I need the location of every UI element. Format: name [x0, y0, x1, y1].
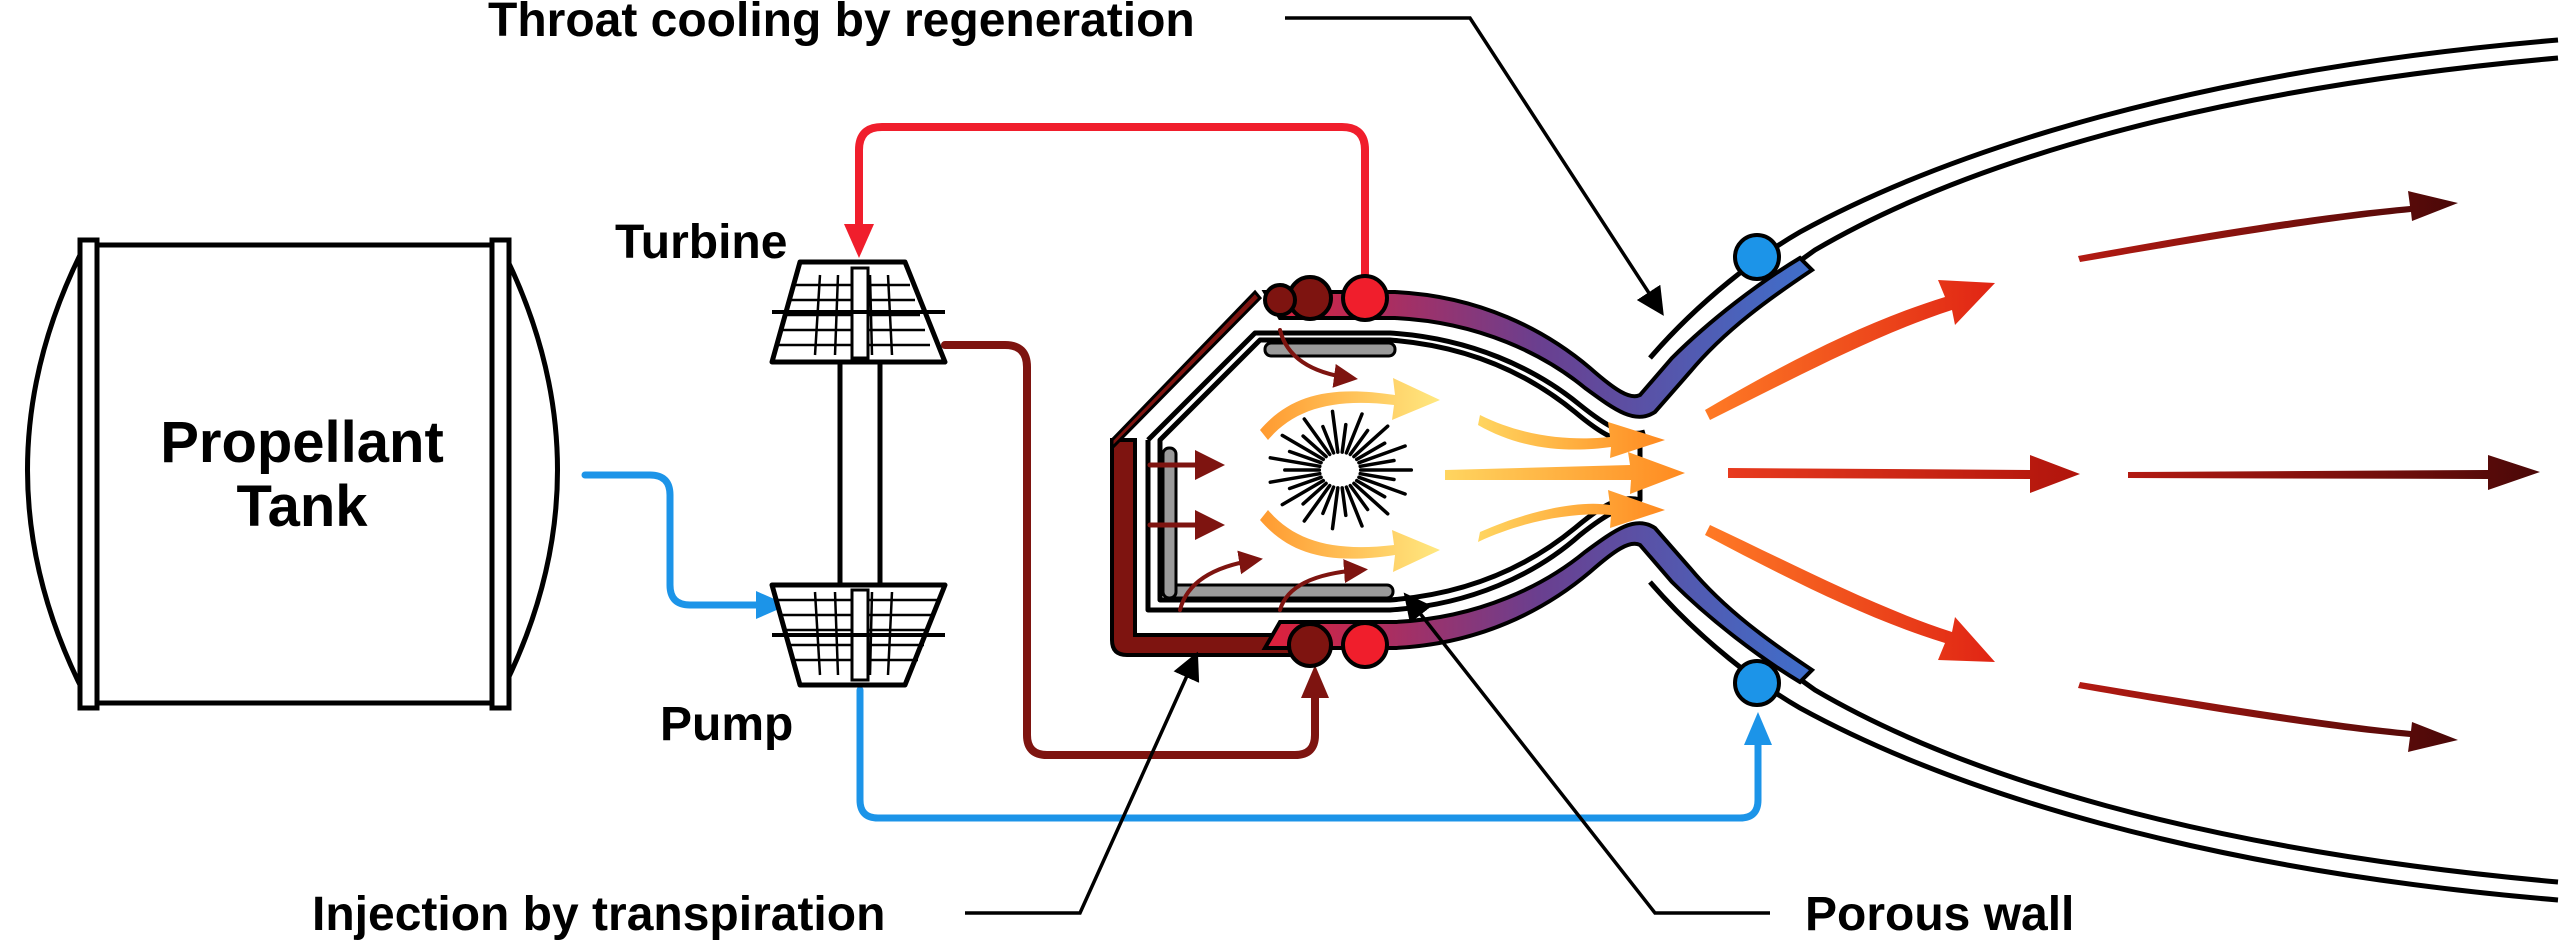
spark-ray	[1287, 475, 1323, 491]
turbopump: Turbine Pump	[615, 216, 948, 751]
spark-ray	[1357, 444, 1407, 465]
tank-to-pump-line	[581, 471, 764, 609]
injection-label: Injection by transpiration	[312, 888, 885, 941]
porous-liner-bottom	[1166, 583, 1395, 600]
spark-ray	[1287, 449, 1323, 465]
callout-injection: Injection by transpiration	[312, 651, 1200, 941]
spark-ray	[1330, 409, 1340, 454]
turbopump-shaft	[837, 357, 883, 595]
arrowhead-icon	[1744, 712, 1772, 745]
turbine-exhaust-line	[941, 341, 1319, 759]
tank-label-line1: Propellant	[160, 410, 444, 475]
spark-ray	[1301, 434, 1328, 459]
spark-ray	[1358, 458, 1396, 469]
spark-ray	[1330, 486, 1340, 531]
spark-ray	[1348, 428, 1370, 457]
feed-lines	[581, 123, 1772, 822]
spark-ray	[1280, 433, 1326, 462]
spark-ray	[1358, 471, 1396, 482]
exhaust-plume-arrows	[1705, 191, 2540, 752]
porous-wall-label: Porous wall	[1805, 888, 2074, 941]
spark-ray	[1302, 483, 1332, 523]
spark-ray	[1357, 475, 1407, 496]
spark-ray	[1268, 471, 1322, 484]
propellant-tank: Propellant Tank	[25, 237, 560, 711]
chamber-to-turbine-line	[855, 123, 1369, 289]
spark-ray	[1344, 485, 1364, 528]
arrowhead-icon	[844, 224, 874, 258]
porous-liner-top	[1263, 341, 1397, 358]
spark-ray	[1340, 486, 1348, 518]
spark-ray	[1352, 424, 1390, 459]
spark-ray	[1321, 485, 1336, 516]
spark-ray	[1348, 483, 1370, 512]
callout-porous-wall: Porous wall	[1403, 592, 2074, 941]
spark-ray	[1268, 456, 1322, 469]
pump-label: Pump	[660, 698, 793, 751]
combustion-spark-icon	[1268, 409, 1414, 531]
spark-ray	[1321, 424, 1336, 455]
pump-icon	[769, 582, 948, 688]
spark-ray	[1280, 478, 1326, 507]
pump-to-nozzle-line	[856, 686, 1762, 822]
transpiration-flow-arrows	[1147, 328, 1368, 612]
spark-ray	[1354, 478, 1387, 499]
spark-ray	[1301, 481, 1328, 506]
arrowhead-icon	[756, 591, 788, 619]
spark-ray	[1354, 441, 1387, 462]
spark-ray	[1352, 481, 1390, 516]
flame-arrows	[1260, 378, 1685, 572]
spark-ray	[1302, 417, 1332, 457]
arrowhead-icon	[1301, 665, 1329, 698]
throat-cooling-label: Throat cooling by regeneration	[488, 0, 1195, 47]
nozzle-manifold-top	[1733, 233, 1781, 281]
spark-ray	[1340, 422, 1348, 454]
tank-label-line2: Tank	[236, 474, 368, 539]
turbine-label: Turbine	[615, 216, 787, 269]
callout-throat-cooling: Throat cooling by regeneration	[488, 0, 1664, 316]
spark-ray	[1344, 412, 1364, 455]
nozzle-manifold-bottom	[1733, 659, 1781, 707]
turbine-icon	[769, 259, 948, 365]
